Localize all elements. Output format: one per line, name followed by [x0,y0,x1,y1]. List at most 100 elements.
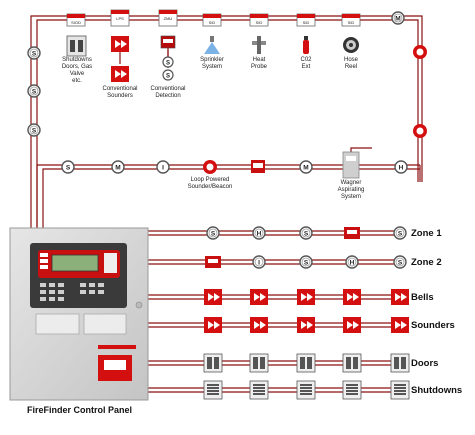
door-icon [296,353,316,373]
detector-letter: S [398,260,403,267]
sounder-icon [391,317,409,333]
lcd-display [51,254,99,272]
top-loop-modules: SIOD LPS ZMU S S SID [66,9,361,82]
detector-icon: S [393,255,407,269]
heat-detector-icon: H [394,160,408,174]
detector-letter: S [211,231,216,238]
panel-title: FireFinder Control Panel [27,405,133,415]
detector-letter: S [304,231,309,238]
zone-2-label: Zone 2 [411,257,442,268]
multi-sensor-icon: M [111,160,125,174]
module-tag: ZMU [164,16,173,21]
module-tag: SIOD [71,20,81,25]
call-point-icon [344,227,360,239]
top-loop-detectors: S S S M [27,11,427,138]
detector-icon: S [299,226,313,240]
co2-ext-label: C02 Ext [300,57,312,70]
zone-1-label: Zone 1 [411,228,442,239]
multi-sensor-icon: M [391,11,405,25]
control-panel [9,227,149,401]
multi-sensor-icon: M [299,160,313,174]
detector-letter: H [399,165,404,172]
heat-probe-unit: SID [249,13,269,54]
aspirating-label: Wagner Aspirating System [337,180,365,200]
heat-probe-icon [252,36,266,54]
sounder-icon [204,317,222,333]
bell-icon [297,289,315,305]
shutdown-icon [342,380,362,400]
detector-letter: M [395,16,400,23]
shutdown-icon [390,380,410,400]
door-icon [342,353,362,373]
detector-letter: S [66,165,71,172]
detector-letter: S [166,61,170,67]
call-point-icon [251,160,265,173]
doors-label: Doors [411,358,439,369]
bell-icon [204,289,222,305]
loop-sounder-label: Loop Powered Sounder/Beacon [187,177,233,190]
conventional-detection-label: Conventional Detection [150,86,186,99]
door-icon [203,353,223,373]
sounder-icon [343,317,361,333]
panel-keypad [40,283,104,301]
door-icon [390,353,410,373]
detector-letter: S [32,128,37,135]
sounder-icon [111,36,129,52]
door-icon [249,353,269,373]
module-tag: SID [303,20,310,25]
shutdown-icon [249,380,269,400]
co2-ext-unit: SID [296,13,316,54]
smoke-detector-icon: S [27,46,41,60]
loop-sounder-right-icon [413,124,427,138]
sounder-icon [250,317,268,333]
conventional-sounders-unit: LPS [110,9,130,82]
zone-devices: S H S S I S H S [205,226,407,269]
bell-icon [250,289,268,305]
sounder-icon [297,317,315,333]
hose-reel-unit: SID [341,13,361,53]
loop-sounder-beacon-icon [203,160,217,174]
module-tag: LPS [116,16,124,21]
detector-icon: H [345,255,359,269]
sprinkler-label: Sprinkler System [200,57,224,70]
smoke-detector-icon: S [27,84,41,98]
detector-letter: S [32,89,37,96]
detector-letter: H [350,260,355,267]
sprinkler-system-unit: SID [202,13,222,54]
smoke-detector-icon: S [61,160,75,174]
detector-letter: S [166,74,170,80]
module-tag: SID [348,20,355,25]
sounder-icon [111,66,129,82]
detector-icon: S [299,255,313,269]
conventional-detection-unit: ZMU S S [158,9,178,81]
heat-probe-label: Heat Probe [250,57,267,70]
aspirating-unit-icon [342,151,360,179]
shutdowns-output-label: Shutdowns [411,385,463,396]
detector-letter: M [115,165,120,172]
module-tag: SID [256,20,263,25]
hose-reel-icon [343,37,359,53]
module-tag: SID [209,20,216,25]
bell-icon [343,289,361,305]
bells-label: Bells [411,292,434,303]
detector-letter: S [398,231,403,238]
loop-sounder-right-icon [413,45,427,59]
detector-icon: S [206,226,220,240]
detector-icon: I [252,255,266,269]
shutdowns-label: Shutdowns Doors, Gas Valve etc. [61,57,93,84]
detector-letter: S [304,260,309,267]
switch-panel-icon [66,35,87,57]
detector-letter: I [162,165,164,172]
detector-letter: H [257,231,262,238]
sounders-label: Sounders [411,320,455,331]
ion-detector-icon: I [156,160,170,174]
detector-letter: S [32,51,37,58]
smoke-detector-icon: S [27,123,41,137]
detector-icon: H [252,226,266,240]
shutdown-icon [203,380,223,400]
call-point-icon [205,256,221,268]
middle-loop-devices: S M I M H [61,151,408,179]
detector-letter: I [258,260,260,267]
detector-letter: M [303,165,308,172]
